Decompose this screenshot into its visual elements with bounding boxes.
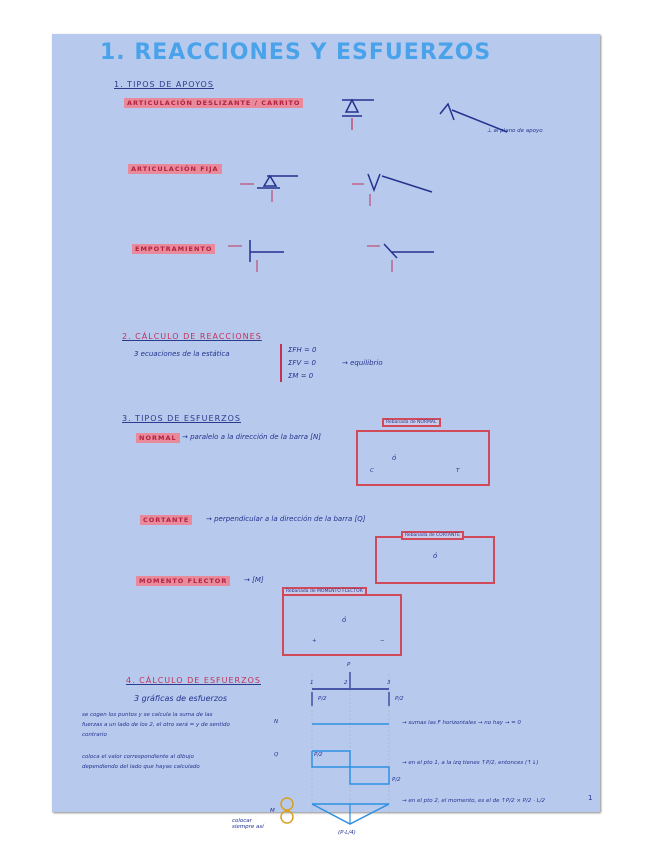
normal-note: → sumas las F horizontales → no hay → = … xyxy=(402,720,521,726)
equation-bracket xyxy=(280,344,282,382)
moment-slice-title: Rebanada de MOMENTO FLECTOR xyxy=(282,587,367,596)
roller-support-icon xyxy=(342,98,374,117)
normal-description: → paralelo a la dirección de la barra [N… xyxy=(182,433,321,441)
or-text: ó xyxy=(392,454,397,462)
fixed-end-icon xyxy=(249,240,434,262)
normal-diagram-label: N xyxy=(274,719,279,725)
shear-diagram-label: Q xyxy=(274,752,279,758)
right-reaction-label: P/2 xyxy=(395,696,404,702)
sign-circle-icon xyxy=(280,810,294,824)
or-text: ó xyxy=(433,552,438,560)
shear-slice-title: Rebanada de CORTANTE xyxy=(401,531,464,540)
section-heading-stresses: 3. TIPOS DE ESFUERZOS xyxy=(122,414,241,423)
label-fixed-end: EMPOTRAMIENTO xyxy=(132,244,216,254)
point-1: 1 xyxy=(310,680,314,686)
moment-diagram-label: M xyxy=(270,808,275,814)
shear-description: → perpendicular a la dirección de la bar… xyxy=(206,515,366,523)
support-diagrams xyxy=(228,98,508,272)
shear-value-bottom: P/2 xyxy=(392,777,401,783)
shear-value-top: P/2 xyxy=(314,752,323,758)
equation-fh: ΣFH = 0 xyxy=(288,346,317,354)
or-text: ó xyxy=(342,616,347,624)
fixed-hinge-icon xyxy=(257,173,433,193)
label-fixed-hinge: ARTICULACIÓN FIJA xyxy=(128,164,222,174)
point-3: 3 xyxy=(387,680,391,686)
support-note: ⊥ al plano de apoyo xyxy=(487,128,543,134)
left-reaction-label: P/2 xyxy=(318,696,327,702)
point-2: 2 xyxy=(344,680,348,686)
load-label: P xyxy=(347,662,351,668)
equation-m: ΣM = 0 xyxy=(288,372,314,380)
label-sliding-support: ARTICULACIÓN DESLIZANTE / CARRITO xyxy=(124,98,304,108)
sign-positive: + xyxy=(312,638,317,644)
statics-text: 3 ecuaciones de la estática xyxy=(134,350,230,358)
bullet-1: se cogen los puntos y se calcula la suma… xyxy=(82,712,230,738)
normal-slice-box: ó C T xyxy=(356,430,490,486)
page-title: 1. REACCIONES Y ESFUERZOS xyxy=(100,40,492,65)
sign-tension: T xyxy=(456,468,460,474)
normal-slice-title: Rebanada de NORMAL xyxy=(382,418,441,427)
shear-note: → en el pto 1, a la izq tienes ↑P/2, ent… xyxy=(402,760,539,766)
equation-fv: ΣFV = 0 xyxy=(288,359,317,367)
moment-side-note: colocar siempre así xyxy=(232,818,264,830)
sign-compression: C xyxy=(370,468,374,474)
section-heading-supports: 1. TIPOS DE APOYOS xyxy=(114,80,214,89)
section-heading-reactions: 2. CÁLCULO DE REACCIONES xyxy=(122,332,262,341)
label-bending-moment: MOMENTO FLECTOR xyxy=(136,576,231,586)
label-shear: CORTANTE xyxy=(140,515,193,525)
label-normal: NORMAL xyxy=(136,433,180,443)
section-heading-calculation: 4. CÁLCULO DE ESFUERZOS xyxy=(126,676,261,685)
moment-value: (P·L/4) xyxy=(338,830,356,836)
subtitle-graphs: 3 gráficas de esfuerzos xyxy=(134,694,228,703)
page-number: 1 xyxy=(588,794,593,802)
sign-circle-icon xyxy=(280,797,294,811)
inclined-roller-icon xyxy=(439,102,508,133)
moment-note: → en el pto 2, el momento, es el de ↑P/2… xyxy=(402,798,546,804)
notebook-page: 1. REACCIONES Y ESFUERZOS 1. TIPOS DE AP… xyxy=(52,34,600,836)
bullet-2: coloca el valor correspondiente al dibuj… xyxy=(82,754,200,770)
guide-lines xyxy=(311,674,390,814)
reaction-arrows-icon xyxy=(228,183,393,272)
stress-diagrams xyxy=(280,672,390,825)
sign-negative: − xyxy=(380,638,385,644)
shear-diagram xyxy=(311,750,390,785)
equilibrium-text: → equilibrio xyxy=(342,359,383,367)
moment-description: → [M] xyxy=(244,576,264,584)
